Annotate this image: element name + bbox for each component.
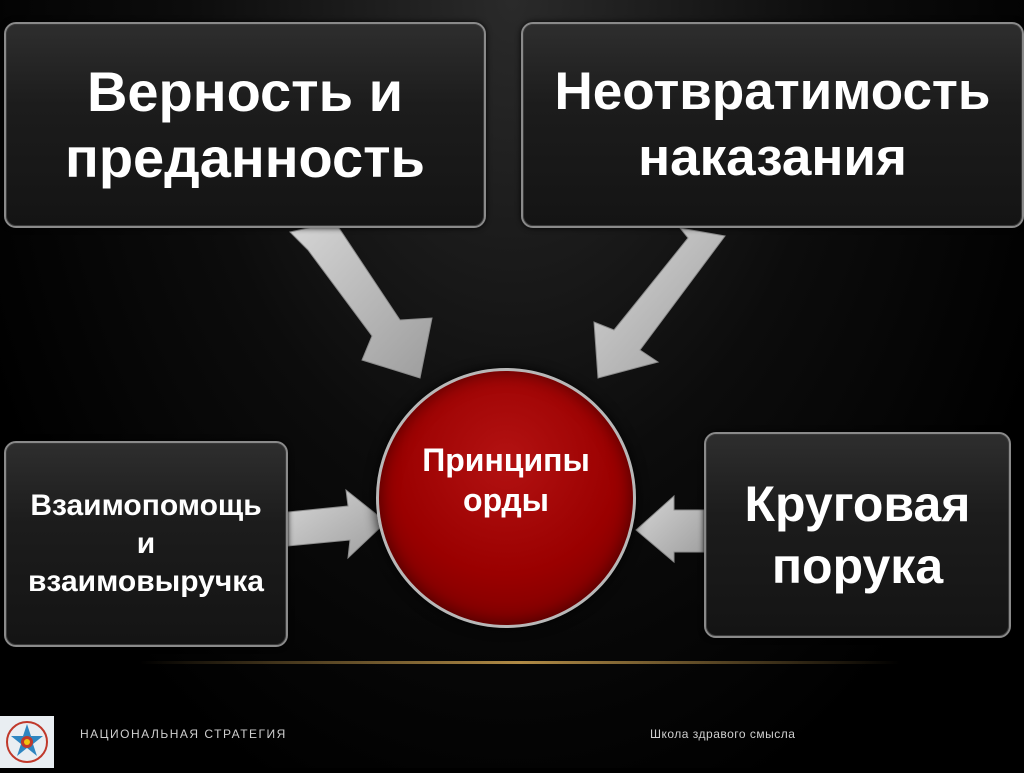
center-node-label: Принципы орды: [422, 442, 590, 518]
node-circular-label: Круговая порука: [744, 476, 971, 594]
node-loyalty-label: Верность и преданность: [65, 60, 425, 189]
node-inevitability: Неотвратимость наказания: [521, 22, 1024, 228]
emblem-logo-icon: [0, 716, 54, 768]
arrow-inevitability-to-center: [593, 227, 726, 379]
node-circular: Круговая порука: [704, 432, 1011, 638]
node-loyalty: Верность и преданность: [4, 22, 486, 228]
node-mutual-aid: Взаимопомощь и взаимовыручка: [4, 441, 288, 647]
center-node: Принципы орды: [376, 368, 636, 628]
node-mutual-aid-label: Взаимопомощь и взаимовыручка: [27, 489, 264, 598]
footer-right-text: Школа здравого смысла: [650, 727, 796, 741]
footer-divider: [140, 661, 900, 664]
arrow-loyalty-to-center: [289, 221, 433, 379]
arrow-mutual-aid-to-center: [287, 488, 387, 560]
node-inevitability-label: Неотвратимость наказания: [554, 62, 991, 187]
footer-left-text: НАЦИОНАЛЬНАЯ СТРАТЕГИЯ: [80, 727, 287, 741]
arrow-circular-to-center: [635, 494, 705, 564]
